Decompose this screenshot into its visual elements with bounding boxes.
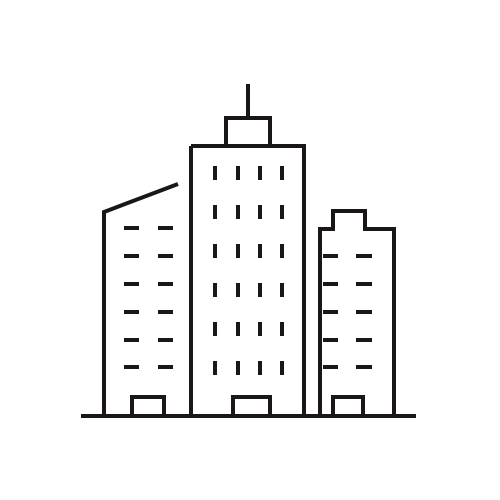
center-tower-windows [213,166,284,375]
right-building-windows [323,254,372,369]
right-building-door [331,395,365,416]
left-building-windows [124,226,173,369]
center-tower-outline [191,144,306,416]
left-building-door [130,395,166,416]
center-tower-crown [224,116,272,148]
left-building-outline [102,182,179,416]
right-building-outline [318,209,396,416]
center-tower-door [231,395,272,416]
